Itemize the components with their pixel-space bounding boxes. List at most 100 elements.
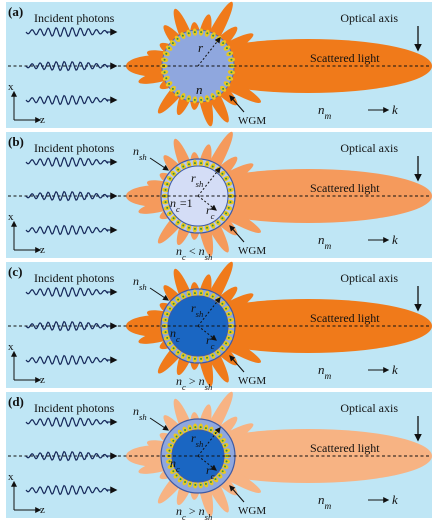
shell-index-label-part: n xyxy=(133,404,139,418)
wgm-bead-core xyxy=(209,480,212,483)
wgm-bead-core xyxy=(206,356,209,359)
shell-radius-arrow xyxy=(197,297,221,327)
medium-index-label-part: n xyxy=(318,362,325,377)
core-radius-label-part: c xyxy=(211,341,215,351)
core-index-label: nc xyxy=(170,456,180,474)
optical-axis-label: Optical axis xyxy=(340,271,398,285)
wgm-bead-core xyxy=(218,435,221,438)
wgm-bead-core xyxy=(221,302,224,305)
index-relation-label-part: c xyxy=(182,252,186,262)
index-relation-label: nc > nsh xyxy=(176,504,212,522)
wgm-bead-core xyxy=(230,58,233,61)
wgm-bead-core xyxy=(187,356,190,359)
wgm-bead-core xyxy=(225,177,228,180)
wgm-bead-core xyxy=(169,444,172,447)
wgm-bead-core xyxy=(222,87,225,90)
core-radius-label-part: r xyxy=(206,463,211,477)
optical-axis-label: Optical axis xyxy=(340,11,398,25)
wgm-label: WGM xyxy=(238,245,266,257)
wgm-bead-core xyxy=(172,347,175,350)
wgm-bead-core xyxy=(221,347,224,350)
wgm-bead-core xyxy=(165,77,168,80)
shell-radius-label-part: sh xyxy=(196,309,204,319)
medium-index-label: nm xyxy=(318,102,332,122)
wgm-label-part: WGM xyxy=(238,115,266,127)
wgm-bead-core xyxy=(187,163,190,166)
wgm-bead-core xyxy=(226,455,228,457)
wgm-label-part: WGM xyxy=(238,375,266,387)
wgm-bead-core xyxy=(227,336,230,339)
wgm-bead-core xyxy=(225,307,228,310)
wgm-bead-core xyxy=(225,449,228,452)
wgm-bead-core xyxy=(184,429,187,432)
wgm-bead-core xyxy=(168,177,171,180)
wavevector-label: k xyxy=(392,102,398,117)
wgm-bead-core xyxy=(166,313,169,316)
wgm-bead-core xyxy=(164,331,167,334)
shell-radius-label-part: sh xyxy=(196,439,204,449)
incident-wave xyxy=(25,224,109,236)
shell-index-label-part: n xyxy=(133,144,139,158)
wgm-bead-core xyxy=(211,354,214,357)
panel-tag: (a) xyxy=(8,4,23,19)
panel-tag-part: (d) xyxy=(8,394,24,409)
incident-wave xyxy=(25,60,109,72)
wgm-bead-core xyxy=(168,212,171,215)
wgm-bead-core xyxy=(189,427,192,430)
wgm-bead-core xyxy=(189,482,192,485)
index-relation-label: nc > nsh xyxy=(176,374,212,392)
shell-index-pointer xyxy=(149,157,169,171)
wgm-bead-core xyxy=(227,183,230,186)
core-radius-label: rc xyxy=(206,203,215,221)
wgm-bead-core xyxy=(193,162,196,165)
panel-tag: (b) xyxy=(8,134,24,149)
wgm-bead-core xyxy=(168,307,171,310)
incident-wave xyxy=(25,26,109,38)
index-relation-label: nc < nsh xyxy=(176,244,212,262)
wgm-bead-core xyxy=(214,478,217,481)
medium-index-label-part: m xyxy=(325,112,332,122)
wgm-bead-core xyxy=(216,351,219,354)
wgm-bead-core xyxy=(231,65,233,67)
wgm-bead-core xyxy=(200,227,203,230)
core-index-label: nc=1 xyxy=(170,196,193,214)
wgm-bead-core xyxy=(163,71,166,74)
wgm-bead-core xyxy=(227,313,230,316)
shell-radius-label: rsh xyxy=(191,301,203,319)
z-axis-label-part: z xyxy=(40,244,45,256)
wgm-pointer xyxy=(229,95,245,113)
wgm-bead-core xyxy=(163,58,166,61)
shell-index-pointer xyxy=(149,287,169,301)
wgm-bead-core xyxy=(206,32,209,35)
incident-photons-label-part: Incident photons xyxy=(34,11,115,25)
wgm-bead-core xyxy=(193,292,196,295)
z-axis-label: z xyxy=(40,114,45,126)
z-axis-label: z xyxy=(40,244,45,256)
scattered-light-label: Scattered light xyxy=(310,51,380,65)
wavevector-label-part: k xyxy=(392,102,398,117)
core-radius-label-part: r xyxy=(206,203,211,217)
wavevector-label-part: k xyxy=(392,362,398,377)
wgm-bead-core xyxy=(179,478,182,481)
wgm-bead-core xyxy=(193,31,196,34)
wgm-bead-core xyxy=(187,293,190,296)
index-relation-label-part: > xyxy=(186,504,199,518)
wgm-bead-core xyxy=(225,212,228,215)
incident-wave xyxy=(25,94,109,106)
index-relation-label-part: n xyxy=(199,374,205,388)
wgm-bead-core xyxy=(172,439,175,442)
wgm-bead-core xyxy=(182,354,185,357)
wgm-bead-core xyxy=(199,426,202,429)
wgm-bead-core xyxy=(200,292,203,295)
wgm-bead-core xyxy=(165,52,168,55)
wgm-bead-core xyxy=(206,293,209,296)
wgm-bead-core xyxy=(204,427,207,430)
core-radius-label: rc xyxy=(206,333,215,351)
wgm-bead-core xyxy=(164,318,167,321)
shell-index-label-part: sh xyxy=(139,152,147,162)
medium-index-label-part: m xyxy=(325,242,332,252)
wgm-bead-core xyxy=(193,357,196,360)
z-axis-label: z xyxy=(40,504,45,516)
wavevector-label: k xyxy=(392,492,398,507)
wgm-bead-core xyxy=(166,206,169,209)
